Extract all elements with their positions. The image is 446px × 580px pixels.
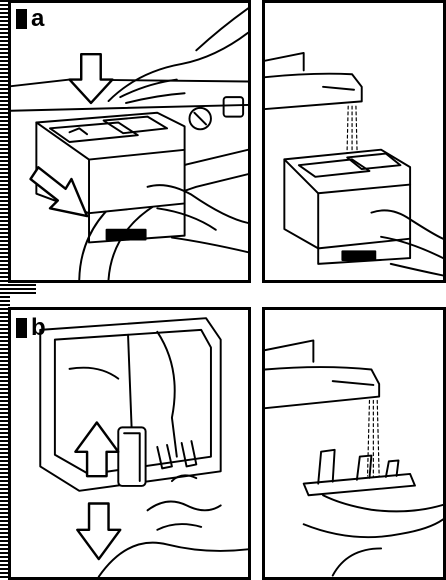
rinse-insert-illustration (265, 310, 443, 577)
panel-remove-drawer (8, 0, 251, 283)
remove-down-arrow-icon (77, 503, 120, 559)
step-a-letter: a (31, 7, 44, 31)
panel-rinse-insert (262, 307, 446, 580)
section-divider-hatch (0, 284, 36, 296)
tap-icon (265, 53, 362, 109)
tap-icon (265, 340, 379, 408)
step-a-label: a (16, 7, 44, 31)
panel-rinse-drawer (262, 0, 446, 283)
push-down-arrow-icon (70, 54, 113, 103)
step-b-label: b (16, 316, 46, 340)
panel-remove-insert (8, 307, 251, 580)
step-b-letter: b (31, 316, 46, 340)
remove-drawer-illustration (11, 3, 248, 280)
remove-insert-illustration (11, 310, 248, 577)
rinse-drawer-illustration (265, 3, 443, 280)
step-marker-icon (16, 318, 27, 338)
water-stream-icon (368, 400, 380, 480)
step-marker-icon (16, 9, 27, 29)
